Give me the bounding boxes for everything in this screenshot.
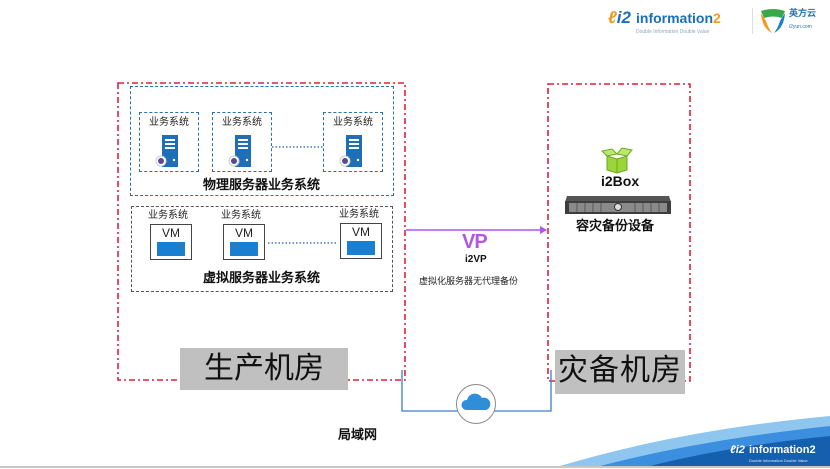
footer-logo-tagline: Double Information Double Value — [749, 458, 808, 463]
information2-tagline: Double Information Double Value — [636, 29, 710, 35]
vm-screen — [230, 242, 258, 256]
server-icon — [339, 135, 362, 167]
server-icon — [155, 135, 178, 167]
footer-wave — [560, 416, 830, 466]
vm-icon[interactable]: VM — [223, 224, 265, 260]
i2yun-logo-icon — [761, 9, 785, 33]
footer-logo-mark: ℓi2 — [730, 444, 745, 456]
virtual-server-group — [131, 206, 393, 292]
item-label: 业务系统 — [148, 210, 188, 221]
vm-label: VM — [162, 226, 180, 240]
i2box-label: i2Box — [601, 173, 640, 189]
box-icon — [600, 147, 633, 174]
footer-logo-wordmark: information2 — [749, 444, 816, 456]
information2-wordmark: information2 — [636, 10, 721, 26]
dr-room-label: 灾备机房 — [555, 350, 685, 394]
vm-screen — [157, 242, 185, 256]
rack-server-icon — [565, 196, 671, 214]
item-label: 业务系统 — [333, 117, 373, 128]
item-label: 业务系统 — [339, 209, 379, 220]
footer-divider — [0, 466, 830, 468]
information2-logo: ℓi2 information2 Double Information Doub… — [608, 6, 750, 40]
server-icon — [228, 135, 251, 167]
vm-icon[interactable]: VM — [150, 224, 192, 260]
lan-label: 局域网 — [338, 428, 378, 443]
vm-label: VM — [235, 226, 253, 240]
physical-server-item[interactable]: 业务系统 — [323, 112, 383, 172]
footer-information2-logo: ℓi2 information2 Double Information Doub… — [730, 443, 830, 465]
vm-icon[interactable]: VM — [340, 223, 382, 259]
item-label: 业务系统 — [222, 117, 262, 128]
logo-divider — [752, 8, 753, 34]
i2vp-label: i2VP — [465, 254, 487, 265]
item-label: 业务系统 — [221, 210, 261, 221]
physical-group-title: 物理服务器业务系统 — [203, 178, 321, 193]
vp-logo: VP — [462, 231, 488, 253]
i2yun-name: 英方云 — [789, 9, 817, 19]
item-label: 业务系统 — [149, 117, 189, 128]
dr-device-label: 容灾备份设备 — [576, 219, 655, 234]
production-room-label: 生产机房 — [180, 348, 348, 390]
i2vp-description: 虚拟化服务器无代理备份 — [419, 277, 519, 287]
physical-server-item[interactable]: 业务系统 — [212, 112, 272, 172]
i2-logo-mark: ℓi2 — [608, 8, 631, 27]
production-room-border — [117, 82, 406, 381]
replication-arrowhead — [540, 226, 547, 234]
cloud-icon — [456, 384, 496, 424]
physical-server-group — [130, 86, 394, 196]
i2yun-domain: i2yun.com — [789, 24, 812, 30]
vm-label: VM — [352, 225, 370, 239]
virtual-group-title: 虚拟服务器业务系统 — [203, 271, 321, 286]
physical-server-item[interactable]: 业务系统 — [139, 112, 199, 172]
vm-screen — [347, 241, 375, 255]
